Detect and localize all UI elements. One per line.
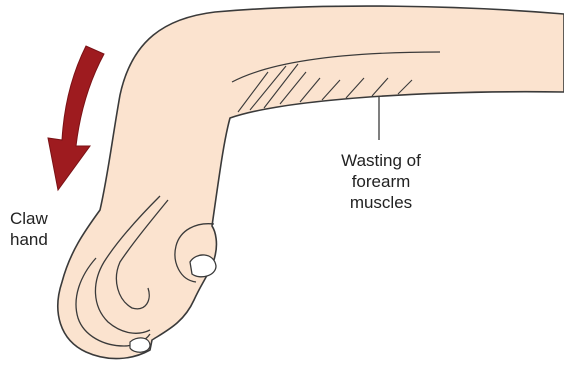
curved-down-arrow-icon: [48, 46, 104, 190]
claw-hand-label: Claw hand: [10, 208, 48, 250]
wasting-label-line-2: forearm: [318, 171, 444, 192]
wasting-label: Wasting of forearm muscles: [318, 150, 444, 213]
claw-hand-label-line-2: hand: [10, 229, 48, 250]
wasting-label-line-1: Wasting of: [318, 150, 444, 171]
fingertip-nail: [130, 338, 150, 352]
arm-silhouette: [58, 6, 564, 359]
wasting-label-line-3: muscles: [318, 192, 444, 213]
thumb-nail: [190, 255, 216, 277]
claw-hand-label-line-1: Claw: [10, 208, 48, 229]
